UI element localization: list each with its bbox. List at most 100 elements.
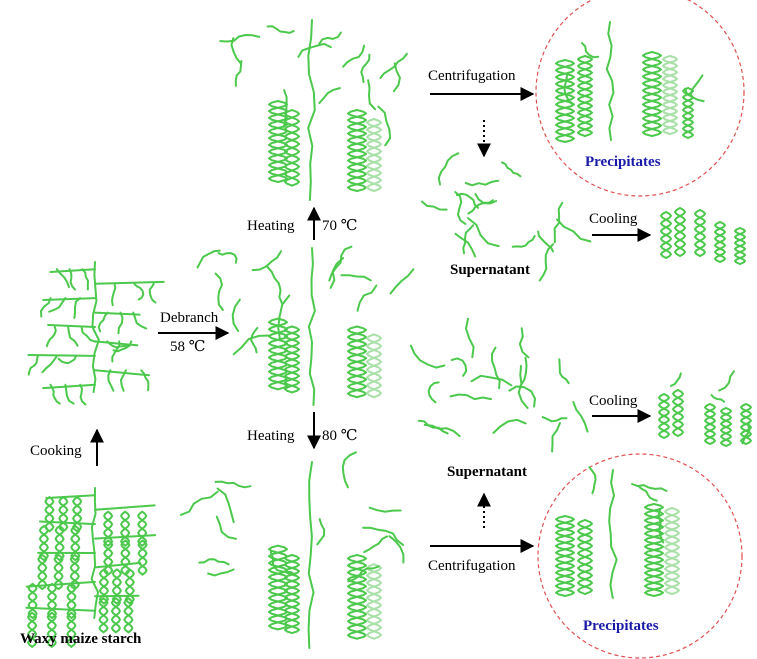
- short-chain: [214, 480, 252, 489]
- short-chain: [450, 357, 468, 377]
- label-precipitates-bottom: Precipitates: [583, 618, 659, 634]
- short-chain: [718, 370, 735, 392]
- side-chain: [40, 297, 52, 318]
- double-helix-strand: [46, 611, 57, 648]
- double-helix-strand: [734, 227, 746, 265]
- short-chain: [519, 356, 528, 388]
- short-chain: [217, 252, 238, 264]
- short-chain: [741, 421, 751, 445]
- short-chain: [517, 364, 529, 409]
- side-chain: [80, 326, 97, 343]
- short-chain: [179, 490, 219, 516]
- precipitates-circle-bottom: [537, 453, 743, 659]
- short-chain: [341, 451, 357, 489]
- double-helix-strand: [720, 407, 732, 447]
- short-chain: [710, 394, 725, 403]
- double-helix-strand: [120, 539, 131, 576]
- short-chain: [266, 25, 295, 34]
- double-helix-strand: [644, 503, 664, 597]
- short-chain: [449, 393, 492, 401]
- double-helix-strand: [38, 525, 49, 562]
- side-chain: [73, 297, 82, 319]
- double-helix-strand: [70, 525, 81, 562]
- side-chain: [67, 326, 79, 347]
- short-chain: [631, 483, 668, 492]
- label-precipitates-top: Precipitates: [585, 154, 661, 170]
- short-chain: [219, 34, 261, 43]
- short-chain: [316, 518, 326, 546]
- short-chain: [367, 79, 376, 111]
- short-chain: [251, 250, 282, 272]
- label-centrifugation-bottom: Centrifugation: [428, 558, 516, 574]
- double-helix-strand: [37, 554, 48, 590]
- short-chain: [684, 87, 705, 103]
- side-chain: [48, 297, 67, 313]
- short-chain: [638, 486, 658, 502]
- short-chain: [572, 401, 589, 433]
- short-chain: [541, 416, 568, 423]
- short-chain: [580, 42, 600, 59]
- short-chain: [368, 506, 402, 513]
- double-helix-strand: [366, 333, 382, 399]
- label-cooling-top: Cooling: [589, 211, 638, 227]
- double-helix-strand: [366, 118, 382, 192]
- double-helix-strand: [577, 55, 593, 137]
- heated-80-chains: [179, 451, 405, 649]
- double-helix-strand: [27, 582, 38, 619]
- side-chain: [148, 282, 157, 304]
- double-helix-strand: [137, 539, 148, 576]
- short-chain: [362, 526, 405, 546]
- branch-chain: [94, 561, 142, 569]
- native-starch-branched-chains: [25, 487, 157, 648]
- short-chain: [537, 230, 554, 253]
- double-helix-strand: [284, 109, 300, 187]
- short-chain: [556, 218, 592, 243]
- short-chain: [588, 466, 597, 495]
- short-chain: [501, 161, 522, 178]
- label-supernatant-bottom: Supernatant: [447, 464, 527, 480]
- double-helix-strand: [123, 597, 134, 634]
- side-chain: [41, 354, 58, 374]
- short-chain: [538, 243, 555, 282]
- double-helix-strand: [268, 544, 288, 631]
- short-chain: [470, 374, 513, 387]
- short-chain: [379, 52, 408, 79]
- double-helix-strand: [268, 100, 288, 183]
- side-chain: [49, 383, 61, 405]
- branch-chain: [25, 606, 96, 612]
- short-chain: [266, 265, 284, 305]
- supernatant-bottom-chains: [409, 317, 589, 453]
- side-chain: [64, 383, 75, 405]
- short-chain: [392, 62, 401, 93]
- double-helix-strand: [284, 554, 300, 635]
- double-helix-strand: [111, 568, 122, 605]
- side-chain: [140, 369, 150, 392]
- double-helix-strand: [347, 109, 367, 192]
- label-cooking: Cooking: [30, 443, 82, 459]
- short-chain: [669, 372, 682, 387]
- side-chain: [45, 326, 57, 348]
- short-chain: [420, 200, 448, 211]
- short-chain: [491, 346, 501, 390]
- double-helix-strand: [664, 507, 680, 595]
- short-chain: [215, 515, 237, 540]
- side-chain: [106, 340, 129, 349]
- side-chain: [79, 383, 87, 406]
- short-chain: [657, 507, 665, 544]
- short-chain: [518, 327, 530, 359]
- double-helix-strand: [555, 515, 575, 597]
- short-chain: [462, 224, 475, 255]
- branch-chain: [25, 580, 96, 588]
- side-chain: [97, 311, 109, 333]
- label-supernatant-top: Supernatant: [450, 262, 530, 278]
- short-chain: [454, 232, 477, 258]
- side-chain: [132, 311, 148, 330]
- side-chain: [27, 354, 39, 376]
- short-chain: [689, 74, 704, 96]
- short-chain: [492, 418, 527, 434]
- short-chain: [409, 344, 446, 369]
- short-chain: [232, 334, 271, 356]
- side-chain: [112, 340, 133, 353]
- double-helix-strand: [27, 611, 38, 648]
